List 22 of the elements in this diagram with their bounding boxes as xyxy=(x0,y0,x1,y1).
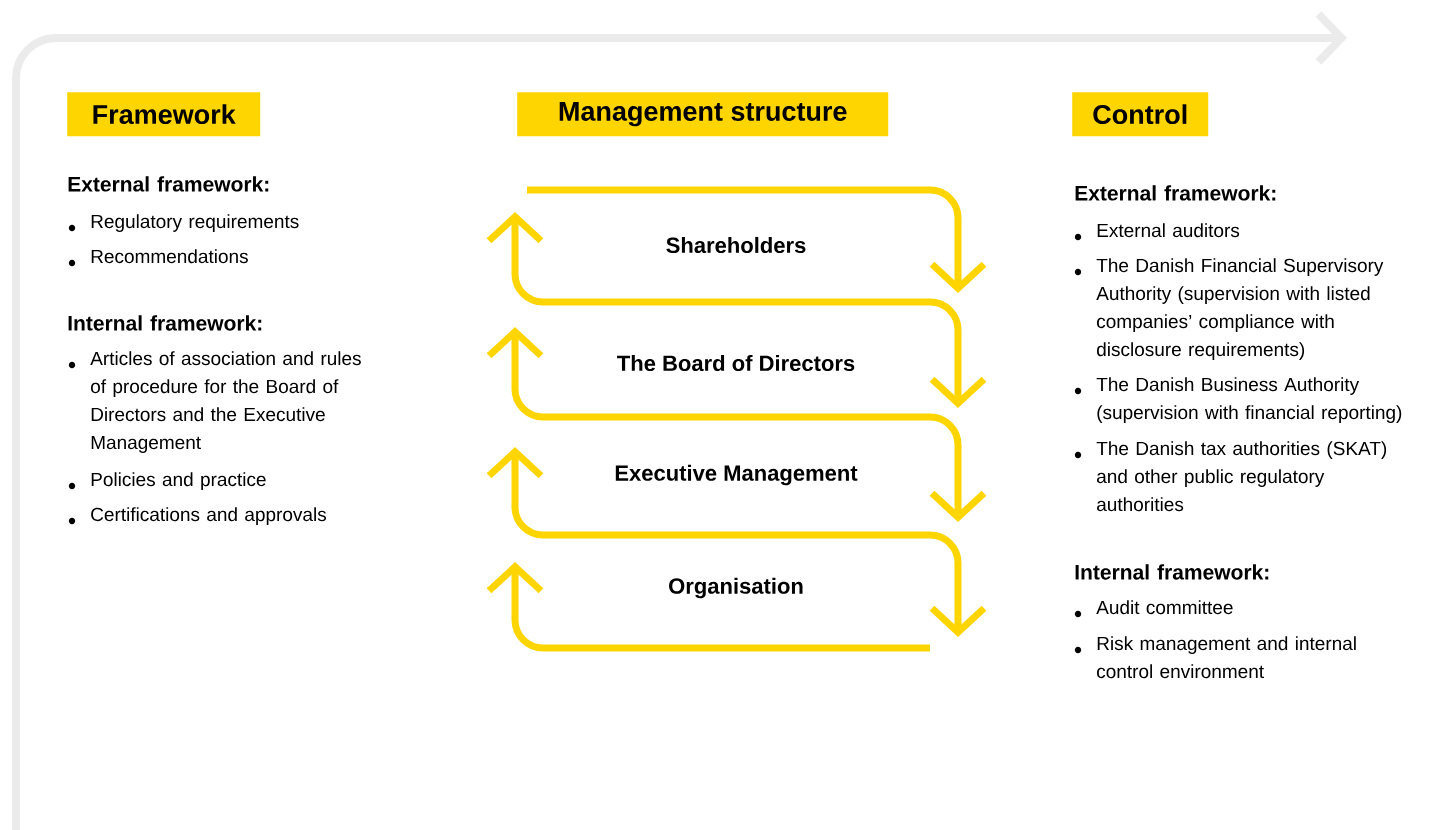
level-label: The Board of Directors xyxy=(617,354,855,372)
section-heading: Internal framework: xyxy=(68,315,262,331)
bullet-item: Recommendations xyxy=(68,249,248,267)
bullet-item: Certifications and approvals xyxy=(68,507,327,525)
level-label: Executive Management xyxy=(615,464,858,486)
level-label: Shareholders xyxy=(666,236,806,254)
bullet-item: Audit committee xyxy=(1074,600,1233,618)
bullet-item: The Danish tax authorities (SKAT) and other public regulatory authorities xyxy=(1074,441,1387,512)
bullet-item: Risk management and internal control environment xyxy=(1074,636,1356,679)
section-heading: Internal framework: xyxy=(1075,564,1269,580)
bullet-item: Regulatory requirements xyxy=(68,214,299,232)
heading-box: Management structure xyxy=(517,92,889,137)
bullet-item: External auditors xyxy=(1074,223,1240,241)
bullet-item: The Danish Business Authority (supervision with financial reporting) xyxy=(1074,377,1402,423)
bullet-item: The Danish Financial Supervisory Authority (supervision with listed companies’ compliance with disclosure requirements) xyxy=(1074,258,1384,360)
level-label: Organisation xyxy=(669,577,803,599)
heading-box: Framework xyxy=(67,92,261,137)
bullet-item: Articles of association and rules of procedure for the Board of Directors and the Executive Management xyxy=(68,351,361,453)
section-heading: External framework: xyxy=(1075,185,1276,201)
bullet-item: Policies and practice xyxy=(68,472,266,490)
section-heading: External framework: xyxy=(68,176,269,192)
heading-box: Control xyxy=(1072,92,1209,137)
